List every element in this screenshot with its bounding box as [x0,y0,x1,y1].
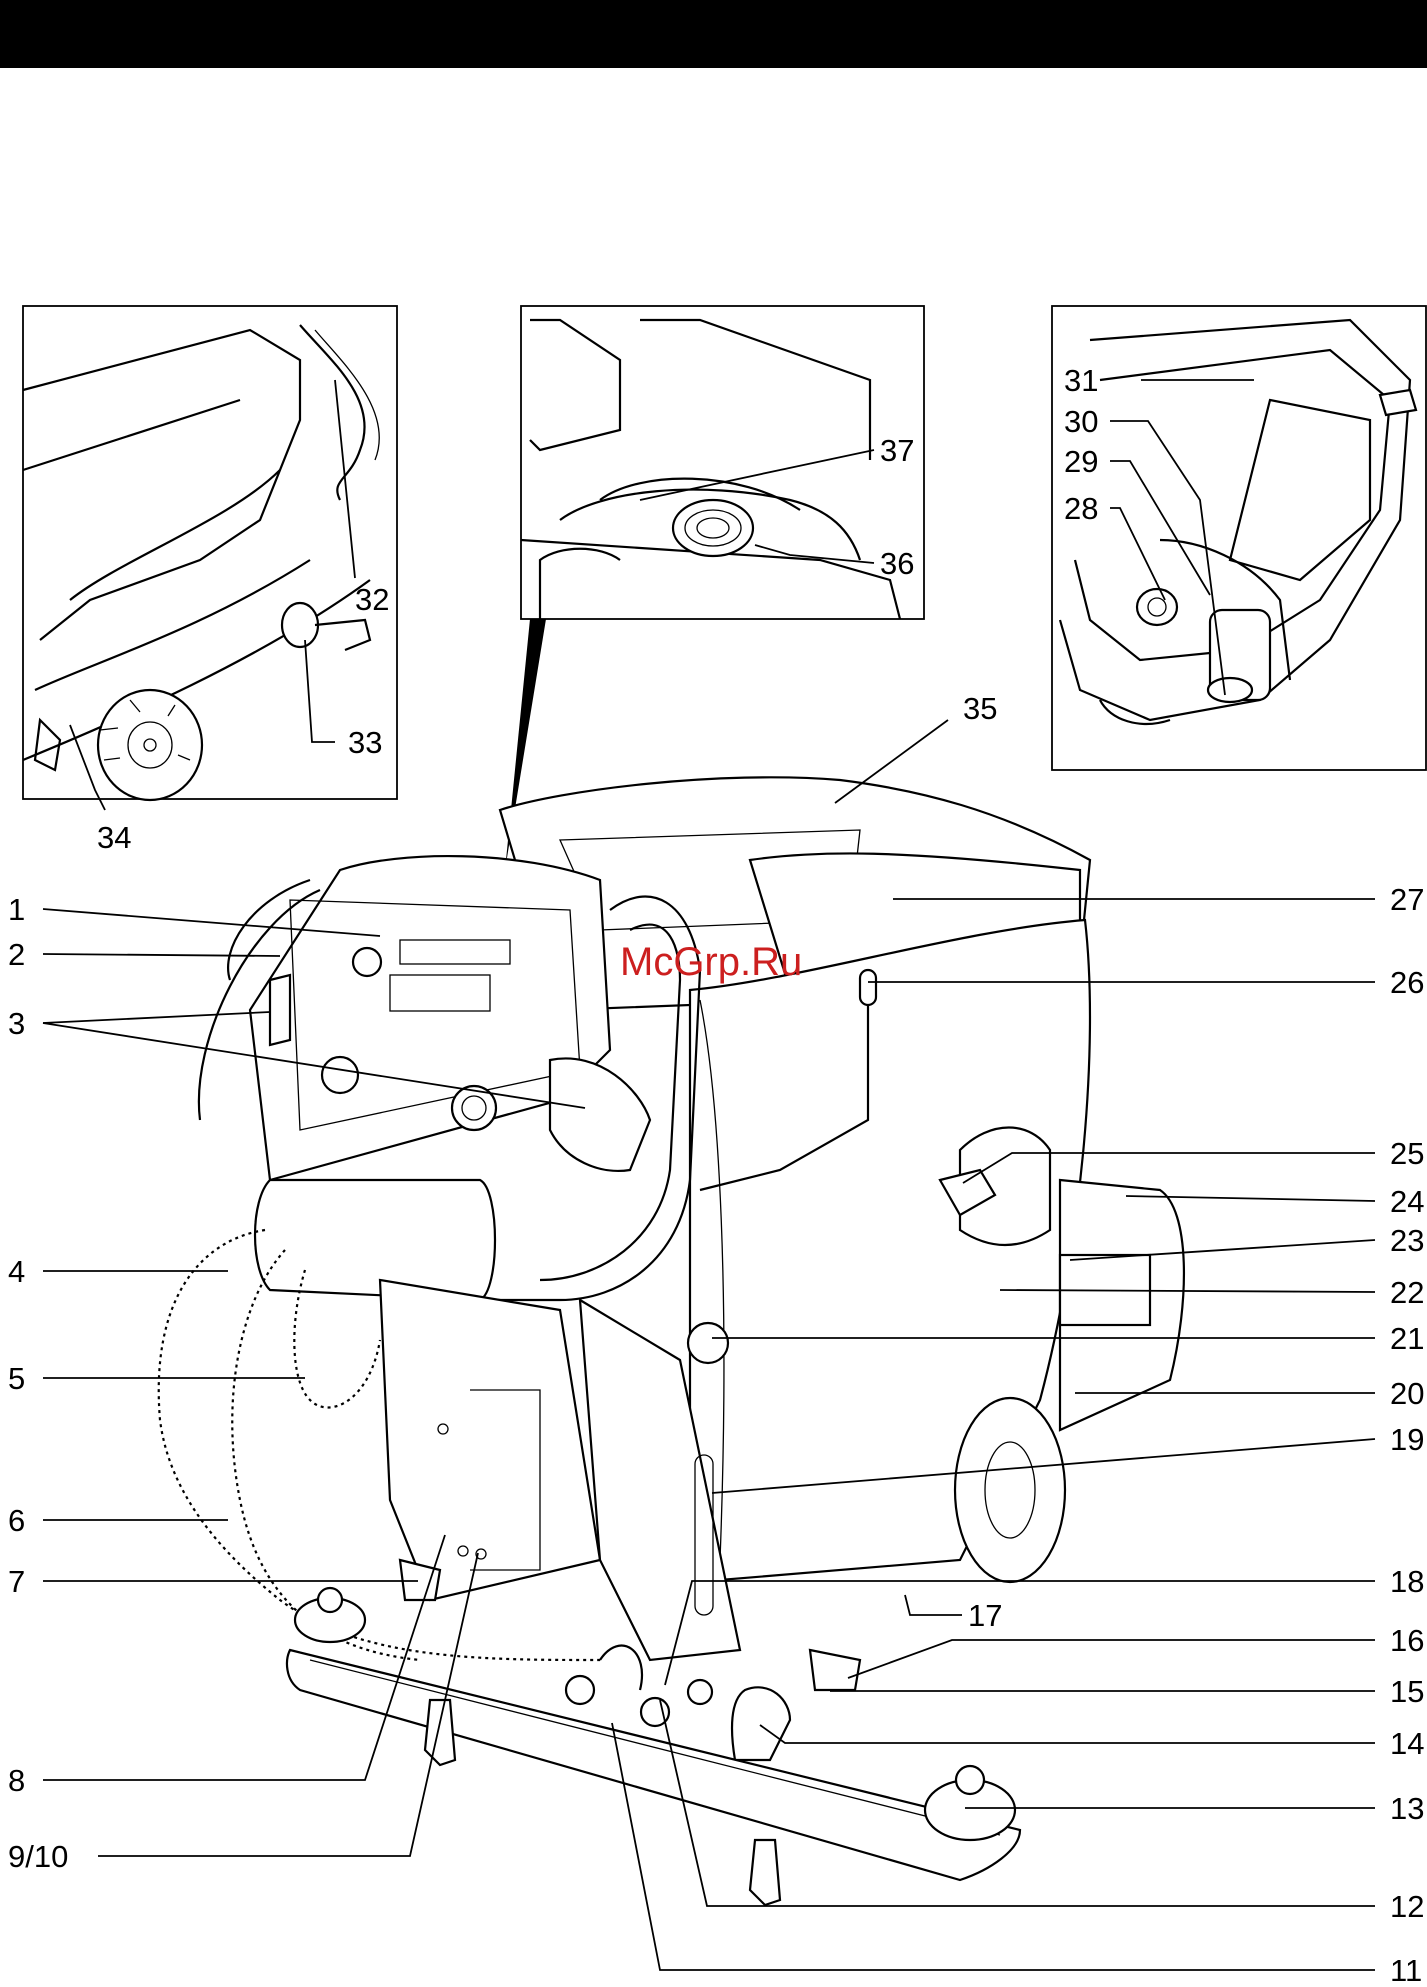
callout-11: 11 [1390,1953,1422,1987]
callout-33: 33 [348,725,382,760]
callout-1: 1 [8,892,25,927]
callout-21: 21 [1390,1321,1424,1356]
callout-26: 26 [1390,965,1424,1000]
callout-6: 6 [8,1503,25,1538]
callout-2: 2 [8,937,25,972]
inset-left [23,306,397,800]
callout-16: 16 [1390,1623,1424,1658]
callout-30: 30 [1064,404,1098,439]
callout-36: 36 [880,546,914,581]
callout-9-10: 9/10 [8,1839,68,1874]
callout-32: 32 [355,582,389,617]
callout-20: 20 [1390,1376,1424,1411]
callout-23: 23 [1390,1223,1424,1258]
callout-15: 15 [1390,1674,1424,1709]
callout-29: 29 [1064,444,1098,479]
callout-13: 13 [1390,1791,1424,1826]
callout-19: 19 [1390,1422,1424,1457]
callout-31: 31 [1064,363,1098,398]
callout-25: 25 [1390,1136,1424,1171]
callout-17: 17 [968,1598,1002,1633]
inset-middle [521,306,924,619]
callout-34: 34 [97,820,131,855]
watermark: McGrp.Ru [620,940,802,984]
callout-28: 28 [1064,491,1098,526]
inset-right [1052,306,1426,770]
callout-37: 37 [880,433,914,468]
callout-27: 27 [1390,882,1424,917]
callout-18: 18 [1390,1564,1424,1599]
callout-22: 22 [1390,1275,1424,1310]
callout-8: 8 [8,1763,25,1798]
callout-5: 5 [8,1361,25,1396]
callout-14: 14 [1390,1726,1424,1761]
callout-12: 12 [1390,1889,1424,1924]
callout-7: 7 [8,1564,25,1599]
callout-4: 4 [8,1254,25,1289]
callout-24: 24 [1390,1184,1424,1219]
callout-3: 3 [8,1006,25,1041]
callout-35: 35 [963,691,997,726]
